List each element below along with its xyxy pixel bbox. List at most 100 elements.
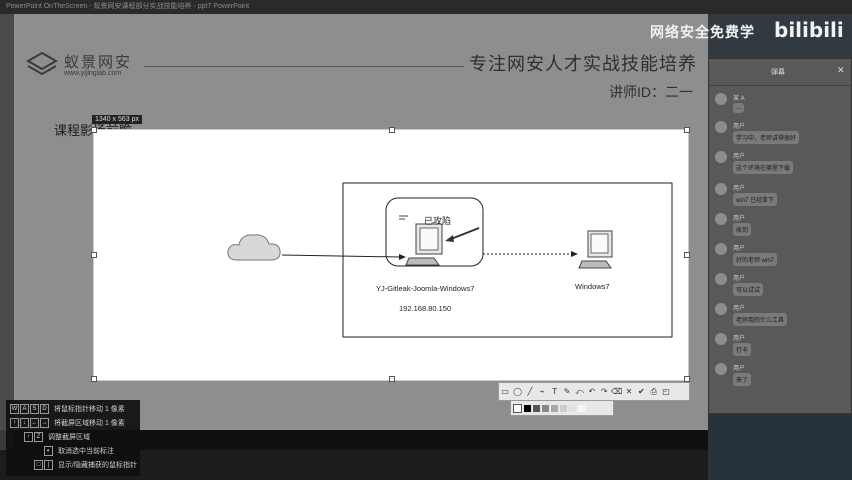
avatar — [715, 273, 727, 285]
avatar — [715, 363, 727, 375]
avatar — [715, 333, 727, 345]
pen-tool-icon[interactable]: ✎ — [563, 386, 571, 396]
color-swatch[interactable] — [513, 403, 522, 413]
chat-text: 学习中，老师讲得很好 — [733, 131, 800, 144]
capture-region[interactable]: 已攻陷 YJ-Gitleak-Joomla-Windows7 192.168.8… — [91, 127, 690, 382]
tag-icon — [399, 215, 408, 220]
resize-handle-w[interactable] — [91, 252, 97, 258]
chat-text: 打卡 — [733, 343, 752, 356]
chat-panel: 弹幕 ✕ 某 A ... 用户 学习中，老师讲得很好 用户 这个环境在哪里下载 … — [708, 58, 852, 414]
color-swatch[interactable] — [524, 404, 531, 412]
lecturer-id: 讲师ID：二一 — [609, 84, 693, 100]
undo-icon[interactable]: ↶ — [588, 386, 596, 396]
chat-username: 用户 — [733, 306, 746, 312]
key-cap: | — [44, 460, 53, 470]
key-cap: Z — [34, 432, 43, 442]
bilibili-logo: bilibili — [774, 18, 844, 42]
chat-username: 用户 — [733, 216, 746, 222]
mouse-icon: ◐ — [44, 446, 53, 456]
help-row: ↑ Z 调整截屏区域 — [24, 432, 90, 442]
line-tool-icon[interactable]: ╱ — [527, 386, 533, 396]
resize-handle-sw[interactable] — [91, 376, 97, 382]
window-titlebar: PowerPoint OnTheScreen - 蚁景网安课程部分实战技能培养 … — [0, 0, 852, 14]
rect-tool-icon[interactable]: ▭ — [501, 386, 509, 396]
computer-icon-host2 — [578, 230, 613, 269]
help-row: ↑ ↓ ← → 将截屏区域移动 1 像素 — [10, 418, 125, 428]
chat-text: 好的老师 win7 — [733, 253, 778, 266]
help-row: □ | 显示/隐藏捕获的鼠标指针 — [34, 460, 137, 470]
chat-text: 老师用的什么工具 — [733, 313, 788, 326]
avatar — [715, 121, 727, 133]
marker-tool-icon[interactable]: ⤺ — [575, 386, 584, 396]
resize-handle-s[interactable] — [389, 376, 395, 382]
color-swatch[interactable] — [542, 404, 549, 412]
logo-icon — [26, 51, 58, 76]
arrow-tool-icon[interactable]: ⌁ — [539, 386, 545, 396]
close-icon[interactable]: ✕ — [837, 65, 845, 75]
resize-handle-nw[interactable] — [91, 127, 97, 133]
resize-handle-ne[interactable] — [684, 127, 690, 133]
help-row: ◐ 取消选中当前标注 — [44, 446, 114, 456]
key-cap: A — [20, 404, 29, 414]
avatar — [715, 303, 727, 315]
chat-header: 弹幕 ✕ — [709, 59, 851, 86]
save-icon[interactable]: ⎙ — [650, 386, 657, 396]
chat-username: 某 A — [733, 96, 745, 102]
text-tool-icon[interactable]: T — [552, 386, 558, 396]
confirm-icon[interactable]: ✔ — [637, 386, 645, 396]
help-row: W A S D 将鼠标指针移动 1 像素 — [10, 404, 125, 414]
host1-ip: 192.168.80.150 — [399, 304, 452, 313]
presentation-slide: 蚁景网安 www.yijinglab.com 专注网安人才实战技能培养 讲师ID… — [14, 14, 708, 430]
color-swatch[interactable] — [560, 404, 567, 412]
logo-text: 蚁景网安 — [64, 54, 133, 71]
compromised-zone — [385, 197, 484, 267]
cancel-icon[interactable]: ✕ — [625, 386, 633, 396]
ellipse-tool-icon[interactable]: ◯ — [513, 386, 523, 396]
avatar — [715, 243, 727, 255]
help-text: 显示/隐藏捕获的鼠标指针 — [58, 462, 137, 469]
color-palette — [510, 400, 614, 416]
key-cap: ↓ — [20, 418, 29, 428]
resize-handle-se[interactable] — [684, 376, 690, 382]
compromised-tag: 已攻陷 — [424, 216, 452, 226]
slide-slogan: 专注网安人才实战技能培养 — [469, 54, 697, 74]
logo: 蚁景网安 www.yijinglab.com — [24, 51, 144, 81]
logo-url: www.yijinglab.com — [64, 70, 122, 77]
chat-username: 用户 — [733, 186, 746, 192]
chat-text: 收到 — [733, 223, 752, 236]
shortcut-help-panel: W A S D 将鼠标指针移动 1 像素 ↑ ↓ ← → 将截屏区域移动 1 像… — [6, 400, 140, 476]
redo-icon[interactable]: ↷ — [600, 386, 608, 396]
chat-text: win7 已经拿下 — [733, 193, 778, 206]
key-cap: ↑ — [10, 418, 19, 428]
help-text: 将截屏区域移动 1 像素 — [54, 420, 125, 427]
chat-username: 用户 — [733, 154, 746, 160]
chat-text: 可以试试 — [733, 283, 764, 296]
network-diagram — [227, 182, 673, 338]
chat-username: 用户 — [733, 336, 746, 342]
network-boundary — [342, 182, 673, 338]
pin-icon[interactable]: ◰ — [662, 386, 670, 396]
resize-handle-n[interactable] — [389, 127, 395, 133]
host1-name: YJ-Gitleak-Joomla-Windows7 — [376, 284, 475, 293]
watermark-text: 网络安全免费学 — [650, 24, 755, 40]
slide-bottom-strip — [14, 430, 708, 450]
resize-handle-e[interactable] — [684, 252, 690, 258]
avatar — [715, 151, 727, 163]
left-app-edge — [0, 14, 14, 430]
annotation-toolbar: ▭ ◯ ╱ ⌁ T ✎ ⤺ ↶ ↷ ⌫ ✕ ✔ ⎙ ◰ — [498, 382, 690, 401]
header-divider — [144, 66, 464, 67]
capture-size-label: 1340 x 563 px — [92, 115, 142, 124]
key-cap: ← — [30, 418, 39, 428]
delete-icon[interactable]: ⌫ — [611, 386, 623, 396]
key-cap: S — [30, 404, 39, 414]
help-text: 调整截屏区域 — [48, 434, 90, 441]
arrow-cloud-to-host — [281, 254, 401, 258]
attack-arrow — [450, 227, 480, 240]
color-swatch[interactable] — [578, 404, 585, 412]
color-swatch[interactable] — [551, 404, 558, 412]
color-swatch[interactable] — [533, 404, 540, 412]
key-cap: ↑ — [24, 432, 33, 442]
color-swatch[interactable] — [569, 404, 576, 412]
chat-title: 弹幕 — [771, 69, 785, 76]
help-text: 将鼠标指针移动 1 像素 — [54, 406, 125, 413]
